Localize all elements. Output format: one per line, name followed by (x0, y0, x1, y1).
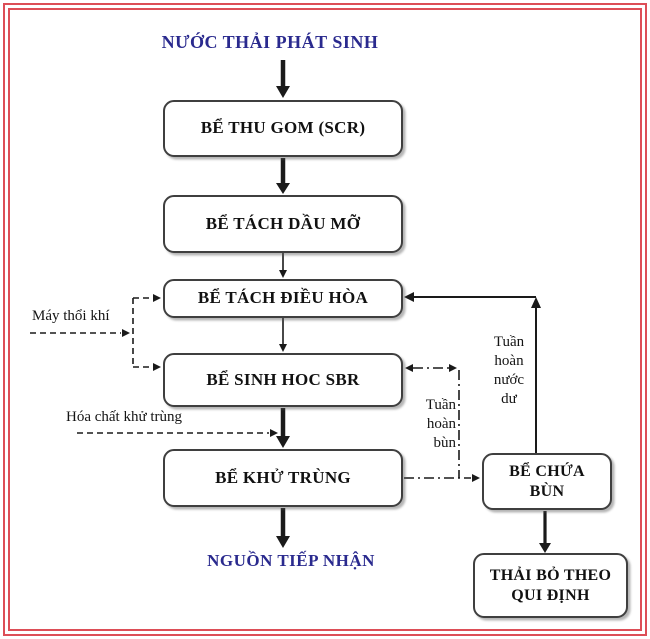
arrow-thugom-to-tachdaumo (276, 158, 290, 194)
box-sinh-hoc-sbr: BỂ SINH HOC SBR (163, 353, 403, 407)
arrow-sbr-to-khutrung (276, 408, 290, 448)
arrow-chuabun-to-thaibo (539, 511, 551, 553)
label-may-thoi-khi: Máy thổi khí (32, 308, 110, 324)
box-tach-dau-mo: BỂ TÁCH DẦU MỠ (163, 195, 403, 253)
box-thu-gom: BỂ THU GOM (SCR) (163, 100, 403, 157)
arrow-dieuhoa-to-sbr (279, 318, 287, 352)
arrow-source-to-thugom (276, 60, 290, 98)
arrow-tachdaumo-to-dieuhoa (279, 253, 287, 278)
box-khu-trung: BỂ KHỬ TRÙNG (163, 449, 403, 507)
line-hoachat-khutrung (77, 429, 278, 437)
box-thai-bo: THẢI BỎ THEO QUI ĐỊNH (473, 553, 628, 618)
box-tach-dieu-hoa: BỂ TÁCH ĐIỀU HÒA (163, 279, 403, 318)
box-chua-bun: BỂ CHỨA BÙN (482, 453, 612, 510)
line-maythoikhi (30, 294, 161, 371)
arrow-khutrung-to-receiver (276, 508, 290, 548)
label-hoa-chat-khu-trung: Hóa chất khử trùng (66, 409, 183, 425)
line-tuanhoan-bun (404, 364, 480, 482)
source-title: NƯỚC THẢI PHÁT SINH (161, 32, 379, 52)
receiver-title: NGUỒN TIẾP NHẬN (207, 551, 375, 570)
label-tuan-hoan-nuoc-du: Tuần hoàn nước dư (493, 334, 525, 407)
label-tuan-hoan-bun: Tuần hoàn bùn (425, 397, 456, 451)
line-tuanhoan-nuocdu (404, 292, 541, 453)
